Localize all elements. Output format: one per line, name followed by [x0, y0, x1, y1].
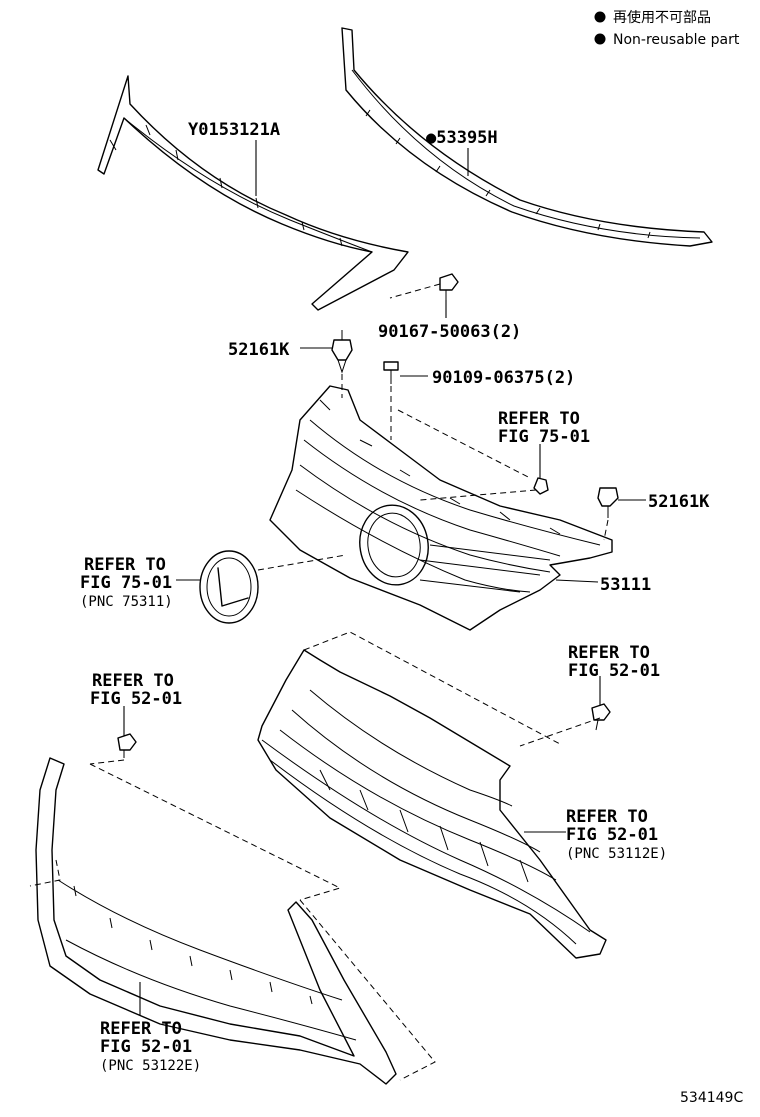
label-y0153121a: Y0153121A	[188, 120, 280, 140]
legend: 再使用不可部品 Non-reusable part	[594, 9, 740, 48]
label-refer-fig52-bottom-l1: REFER TO	[100, 1019, 182, 1039]
clip-52161k-left	[331, 330, 353, 398]
label-90167: 90167-50063(2)	[378, 322, 521, 342]
label-90109: 90109-06375(2)	[432, 368, 575, 388]
label-53111: 53111	[600, 575, 651, 595]
legend-en: Non-reusable part	[613, 32, 740, 48]
bullet-icon	[594, 11, 606, 23]
screw-lower-left	[89, 733, 137, 765]
label-pnc53112e: (PNC 53112E)	[566, 846, 667, 862]
clip-52161k-right	[597, 487, 619, 541]
label-refer-fig52-mid-l2: FIG 52-01	[566, 825, 658, 845]
label-refer-fig75-right-l1: REFER TO	[498, 409, 580, 429]
label-refer-fig52-bottom-l2: FIG 52-01	[100, 1037, 192, 1057]
label-refer-fig52-topright-l2: FIG 52-01	[568, 661, 660, 681]
label-52161k-right: 52161K	[648, 492, 710, 512]
label-refer-fig52-topright-l1: REFER TO	[568, 643, 650, 663]
label-53395h: ●53395H	[426, 128, 498, 148]
bullet-icon	[594, 33, 606, 45]
lower-grille	[257, 631, 607, 959]
label-refer-fig75-left-l1: REFER TO	[84, 555, 166, 575]
upper-molding	[97, 75, 409, 311]
label-pnc53122e: (PNC 53122E)	[100, 1058, 201, 1074]
figure-code: 534149C	[680, 1090, 743, 1106]
label-pnc75311: (PNC 75311)	[80, 594, 173, 610]
label-refer-fig52-mid-l1: REFER TO	[566, 807, 648, 827]
upper-molding-53395h	[341, 27, 713, 247]
clip-90167	[389, 273, 459, 300]
label-refer-fig52-left-l1: REFER TO	[92, 671, 174, 691]
labels: Y0153121A ●53395H 90167-50063(2) 52161K …	[80, 120, 743, 1106]
legend-jp: 再使用不可部品	[613, 9, 711, 26]
emblem	[199, 550, 347, 624]
leader-lines	[123, 140, 646, 1016]
label-refer-fig75-right-l2: FIG 75-01	[498, 427, 590, 447]
screw-lower-right	[591, 703, 611, 731]
label-refer-fig52-left-l2: FIG 52-01	[90, 689, 182, 709]
nut-fig75	[419, 477, 549, 501]
lower-molding	[29, 757, 436, 1085]
radiator-grille-53111	[269, 385, 613, 631]
label-52161k-left: 52161K	[228, 340, 290, 360]
label-refer-fig75-left-l2: FIG 75-01	[80, 573, 172, 593]
screw-90109	[383, 361, 531, 479]
